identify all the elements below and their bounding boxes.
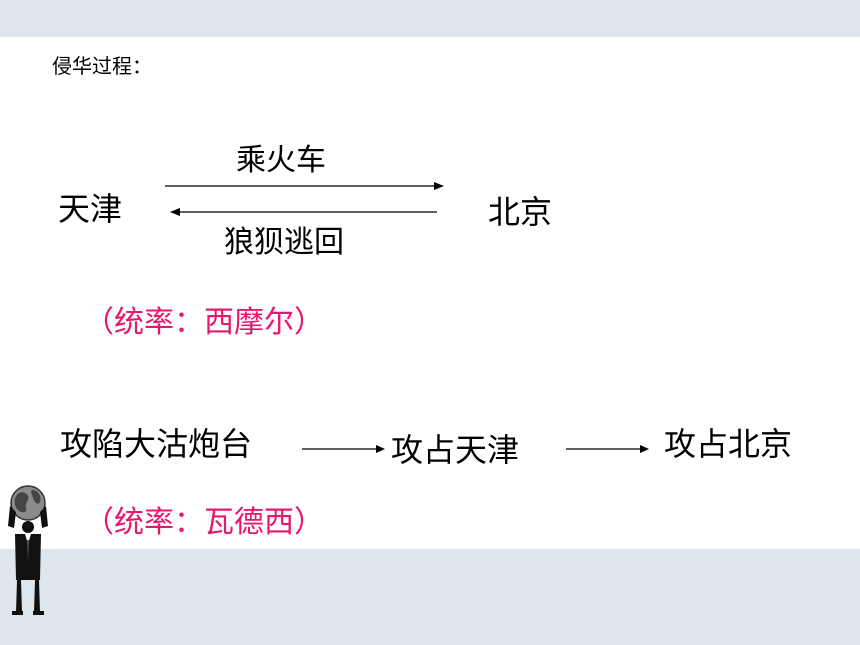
route1-forward-arrow	[165, 182, 444, 190]
route1-forward-label: 乘火车	[236, 143, 326, 178]
route1-back-arrow	[170, 208, 437, 216]
route1-start: 天津	[58, 190, 123, 228]
route2-step-3: 攻占北京	[664, 425, 793, 463]
page-heading: 侵华过程：	[52, 54, 152, 78]
top-band	[0, 0, 860, 37]
route2-arrow-2	[566, 445, 649, 453]
globe-holding-person-icon	[8, 485, 48, 615]
route2-step-2: 攻占天津	[391, 431, 520, 469]
route1-end: 北京	[488, 193, 553, 231]
route1-back-label: 狼狈逃回	[224, 225, 344, 260]
route2-commander: （统率：瓦德西）	[84, 505, 324, 540]
route2-step-1: 攻陷大沽炮台	[60, 425, 253, 463]
route1-commander: （统率：西摩尔）	[84, 305, 324, 340]
route2-arrow-1	[302, 445, 385, 453]
bottom-band	[0, 549, 860, 645]
